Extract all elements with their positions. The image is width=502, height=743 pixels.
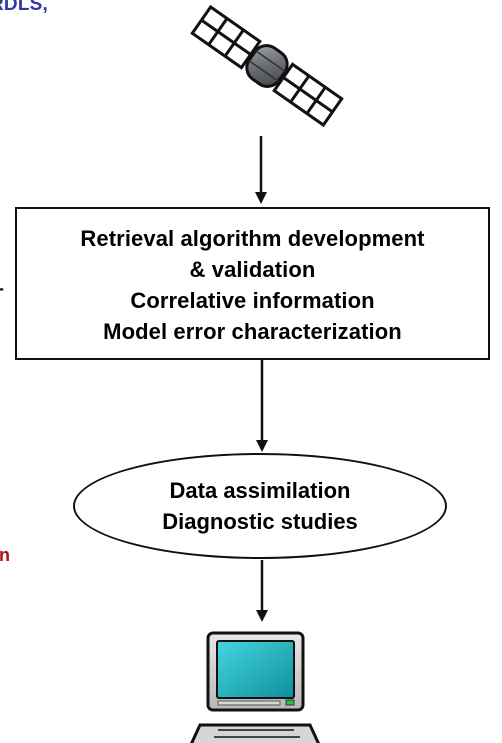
assimilation-ellipse: Data assimilation Diagnostic studies	[73, 453, 447, 559]
satellite-right-panel	[272, 62, 344, 128]
clipped-top-left-text: RDLS,	[0, 0, 48, 15]
retrieval-line-4: Model error characterization	[103, 318, 402, 344]
satellite-body	[245, 44, 289, 88]
retrieval-line-1: Retrieval algorithm development	[80, 225, 425, 251]
computer-icon	[190, 631, 320, 743]
satellite-left-panel	[190, 4, 262, 70]
assimilation-line-2: Diagnostic studies	[162, 509, 358, 534]
computer-monitor	[206, 631, 305, 712]
computer-keyboard	[190, 723, 320, 743]
assimilation-line-1: Data assimilation	[169, 478, 351, 503]
satellite-icon	[190, 4, 344, 128]
retrieval-box: Retrieval algorithm development & valida…	[15, 207, 490, 360]
clipped-bottom-left-text: on	[0, 545, 10, 565]
clipped-left-mid-mark: -	[0, 278, 4, 299]
retrieval-line-3: Correlative information	[130, 287, 375, 313]
retrieval-line-2: & validation	[189, 256, 316, 282]
